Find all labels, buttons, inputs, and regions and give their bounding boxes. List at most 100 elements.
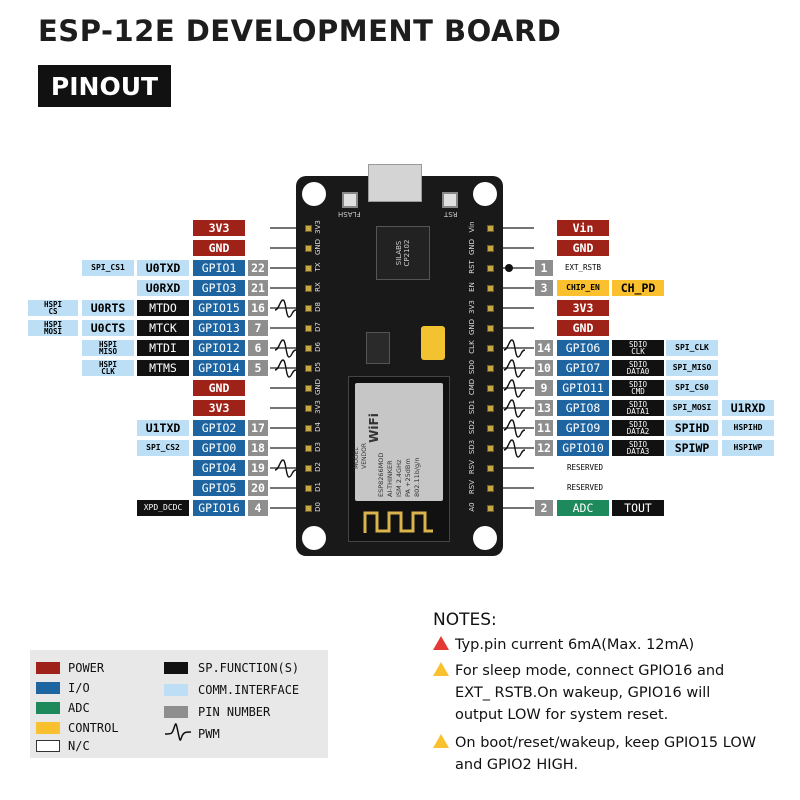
label-line-1: SDIO	[628, 440, 648, 449]
usb-connector	[368, 164, 422, 202]
left-pin-label: GPIO5	[193, 480, 245, 496]
pwm-icon	[274, 339, 297, 358]
left-pin-label: MTCK	[137, 320, 189, 336]
pwm-icon	[274, 299, 297, 318]
right-pin-label: GND	[557, 320, 609, 336]
mount-hole-top-left	[302, 182, 326, 206]
right-pin-label: 3V3	[557, 300, 609, 316]
note-1-line-1: Typ.pin current 6mA(Max. 12mA)	[455, 637, 695, 653]
left-pin-label: SPI_CS1	[82, 260, 134, 276]
regulator	[366, 332, 390, 364]
legend: POWER I/O ADC CONTROL N/C SP.FUNCTION(S)…	[30, 650, 328, 758]
pwm-icon	[274, 359, 297, 378]
module-line-1: AI-THINKER	[386, 460, 394, 497]
header-pin	[487, 465, 494, 472]
left-pin-label: GPIO14	[193, 360, 245, 376]
flash-label: FLASH	[338, 210, 361, 218]
left-pin-label: 17	[248, 420, 268, 436]
header-pin	[487, 485, 494, 492]
label-line-2: CLK	[631, 347, 645, 356]
left-pin-label: 5	[248, 360, 268, 376]
left-pin-label: 18	[248, 440, 268, 456]
header-pin	[305, 425, 312, 432]
left-pin-label: GPIO12	[193, 340, 245, 356]
legend-swatch-comm	[164, 684, 188, 696]
notes-title: NOTES:	[433, 610, 497, 630]
left-pin-label: GPIO3	[193, 280, 245, 296]
warning-yellow-icon	[433, 662, 449, 676]
note-3: On boot/reset/wakeup, keep GPIO15 LOW an…	[433, 732, 756, 776]
left-pin-label: 19	[248, 460, 268, 476]
pwm-icon	[503, 339, 526, 358]
label-line-2: MISO	[98, 347, 118, 356]
capacitor	[421, 326, 445, 360]
legend-swatch-pin-number	[164, 706, 188, 718]
left-pin-label: GPIO13	[193, 320, 245, 336]
header-pin	[305, 225, 312, 232]
pwm-icon	[503, 439, 526, 458]
right-pin-label: U1RXD	[722, 400, 774, 416]
right-pin-label: GPIO10	[557, 440, 609, 456]
legend-swatch-nc	[36, 740, 60, 752]
left-pin-label: SPI_CS2	[137, 440, 189, 456]
header-pin	[305, 405, 312, 412]
left-pin-label: GND	[193, 380, 245, 396]
page-subtitle: PINOUT	[38, 65, 171, 107]
right-pin-label: 12	[535, 440, 553, 456]
left-pin-label: U1TXD	[137, 420, 189, 436]
legend-label-nc: N/C	[68, 739, 90, 753]
legend-label-control: CONTROL	[68, 721, 119, 735]
left-pin-label: U0RXD	[137, 280, 189, 296]
left-pin-label: U0TXD	[137, 260, 189, 276]
left-pin-label: 16	[248, 300, 268, 316]
module-text-block: ESP8266MOD AI-THINKER ISM 2.4GHz PA +25d…	[377, 389, 437, 497]
header-pin	[305, 505, 312, 512]
pwm-icon	[503, 379, 526, 398]
right-pin-label: 11	[535, 420, 553, 436]
left-pin-label: 22	[248, 260, 268, 276]
header-pin	[305, 465, 312, 472]
chip-model: CP2102	[403, 239, 411, 267]
pwm-icon	[274, 459, 297, 478]
header-pin	[305, 485, 312, 492]
note-2: For sleep mode, connect GPIO16 and EXT_ …	[433, 660, 724, 726]
left-pin-label: 4	[248, 500, 268, 516]
left-pin-label: GPIO4	[193, 460, 245, 476]
header-pin	[305, 445, 312, 452]
right-pin-label: SPI_CS0	[666, 380, 718, 396]
rst-button	[442, 192, 458, 208]
left-pin-label: 21	[248, 280, 268, 296]
header-pin	[305, 385, 312, 392]
left-pin-label: GPIO1	[193, 260, 245, 276]
label-line-1: SDIO	[628, 360, 648, 369]
right-pin-label: GPIO8	[557, 400, 609, 416]
left-pin-label: MTDO	[137, 300, 189, 316]
right-pin-label: 3	[535, 280, 553, 296]
esp-module: WiFi ESP8266MOD AI-THINKER ISM 2.4GHz PA…	[348, 376, 450, 542]
left-pin-label: 7	[248, 320, 268, 336]
header-pin	[487, 405, 494, 412]
legend-swatch-adc	[36, 702, 60, 714]
label-line-2: DATA3	[626, 447, 650, 456]
header-pin	[487, 265, 494, 272]
left-pin-label: 20	[248, 480, 268, 496]
header-pin	[487, 305, 494, 312]
right-pin-label: SPIWP	[666, 440, 718, 456]
label-line-2: CMD	[631, 387, 645, 396]
right-pin-label: 13	[535, 400, 553, 416]
header-pin	[487, 505, 494, 512]
chip-vendor: SILABS	[395, 240, 403, 266]
header-pin	[487, 445, 494, 452]
label-line-2: CLK	[101, 367, 115, 376]
mount-hole-top-right	[473, 182, 497, 206]
left-pin-label: 3V3	[193, 400, 245, 416]
right-pin-label: 10	[535, 360, 553, 376]
pwm-icon	[503, 359, 526, 378]
header-pin	[305, 345, 312, 352]
left-pin-silkscreen: D0	[314, 502, 322, 512]
module-vendor-label: VENDOR	[361, 443, 368, 469]
module-line-2: ISM 2.4GHz	[395, 459, 403, 497]
